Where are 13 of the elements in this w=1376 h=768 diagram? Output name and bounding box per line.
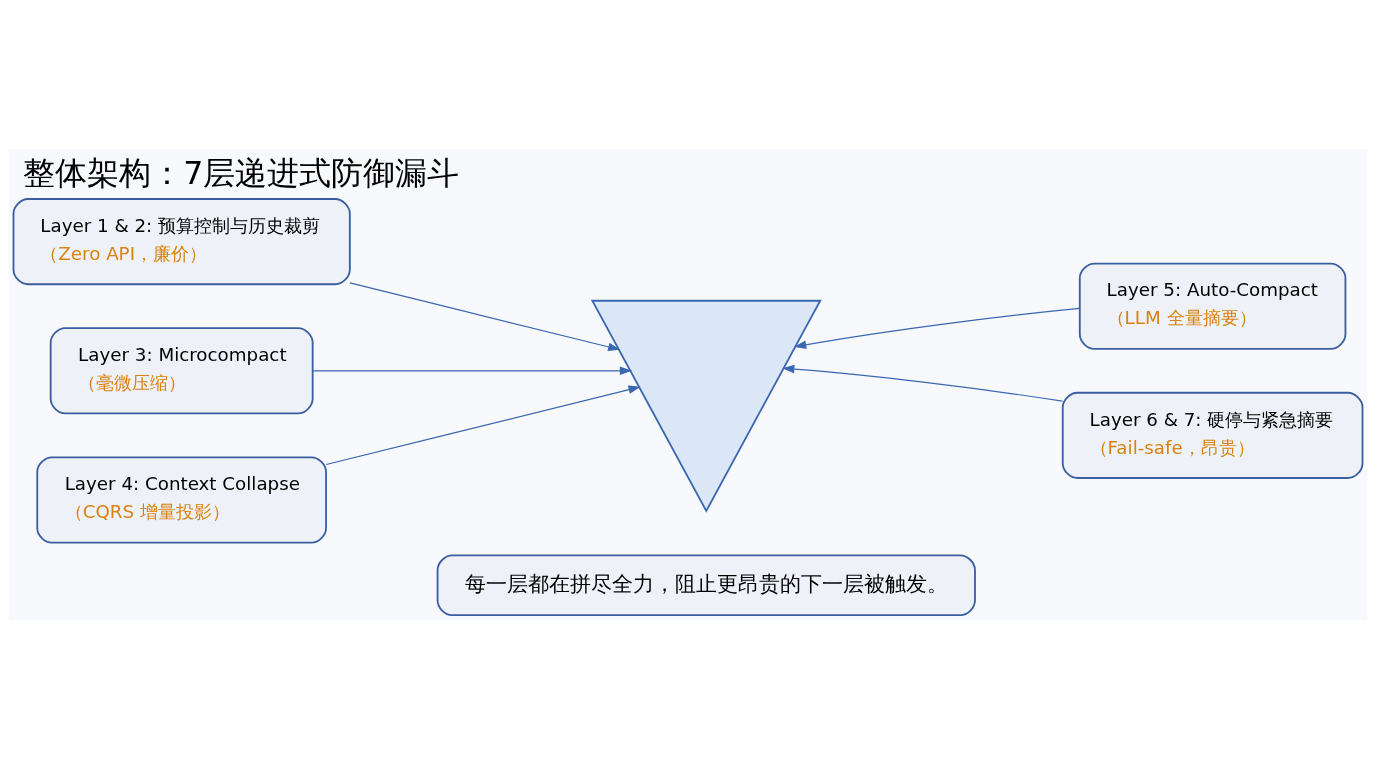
arrow xyxy=(782,364,1064,402)
node-box: Layer 6 & 7: 硬停与紧急摘要 （Fail-safe，昂贵） xyxy=(1061,391,1364,479)
diagram-title: 整体架构：7层递进式防御漏斗 xyxy=(23,154,460,191)
node-box: Layer 4: Context Collapse （CQRS 增量投影） xyxy=(36,455,327,544)
node-box: Layer 3: Microcompact （毫微压缩） xyxy=(49,326,314,414)
node-box: Layer 1 & 2: 预算控制与历史裁剪 （Zero API，廉价） xyxy=(12,197,351,285)
arrow xyxy=(325,385,641,465)
node-picture xyxy=(590,299,822,513)
arrow xyxy=(312,366,633,375)
node-box: 每一层都在拼尽全力，阻止更昂贵的下一层被触发。 xyxy=(436,554,976,616)
node-box: Layer 5: Auto-Compact （LLM 全量摘要） xyxy=(1078,262,1347,350)
arrow xyxy=(349,281,621,351)
arrow xyxy=(794,307,1081,349)
